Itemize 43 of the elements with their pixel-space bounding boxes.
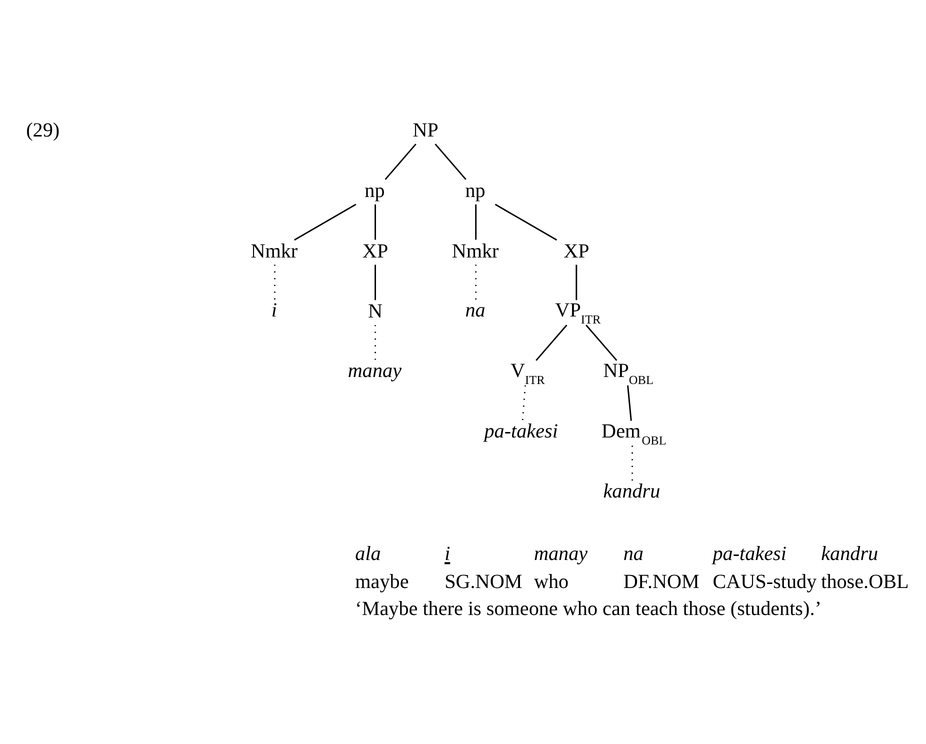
connector xyxy=(475,204,477,240)
connector xyxy=(522,385,526,421)
node-text: np xyxy=(465,180,486,202)
node-text: kandru xyxy=(603,480,660,503)
label: manay xyxy=(534,543,588,566)
label: i xyxy=(444,543,450,566)
connector xyxy=(536,324,568,361)
node-text: np xyxy=(364,180,385,202)
label: those.OBL xyxy=(821,571,909,594)
label: kandru xyxy=(821,543,878,566)
node-text: XP xyxy=(564,240,590,262)
label: pa-takesi xyxy=(712,543,786,566)
node-text: VP$_{ITR}$ xyxy=(555,300,601,327)
node-text: na xyxy=(465,300,486,322)
node-text: manay xyxy=(348,360,402,382)
connector xyxy=(576,264,578,300)
label: na xyxy=(623,543,644,566)
connector xyxy=(494,204,558,241)
label: (29) xyxy=(26,120,60,142)
node-text: i xyxy=(271,300,277,322)
label: ‘Maybe there is someone who can teach those (students).’ xyxy=(355,598,822,620)
label: ala xyxy=(355,543,381,566)
connector xyxy=(294,204,356,241)
node-text: pa-takesi xyxy=(484,420,558,442)
node-text: Nmkr xyxy=(452,240,499,262)
node-text: N xyxy=(368,300,383,323)
connector xyxy=(374,204,376,240)
connector xyxy=(627,385,632,421)
connector xyxy=(384,144,416,180)
label: SG.NOM xyxy=(444,571,522,594)
node-text: Dem$_{OBL}$ xyxy=(602,420,666,448)
connector xyxy=(374,264,376,300)
connector xyxy=(434,144,466,180)
label: CAUS-study xyxy=(712,571,817,594)
node-text: XP xyxy=(362,240,388,262)
node-text: V$_{ITR}$ xyxy=(510,360,545,387)
node-text: Nmkr xyxy=(250,240,298,262)
label: maybe xyxy=(355,571,409,594)
connector xyxy=(586,324,618,361)
node-text: NP$_{OBL}$ xyxy=(603,360,654,387)
label: DF.NOM xyxy=(623,571,700,594)
node-text: NP xyxy=(412,120,438,142)
label: who xyxy=(534,571,569,594)
